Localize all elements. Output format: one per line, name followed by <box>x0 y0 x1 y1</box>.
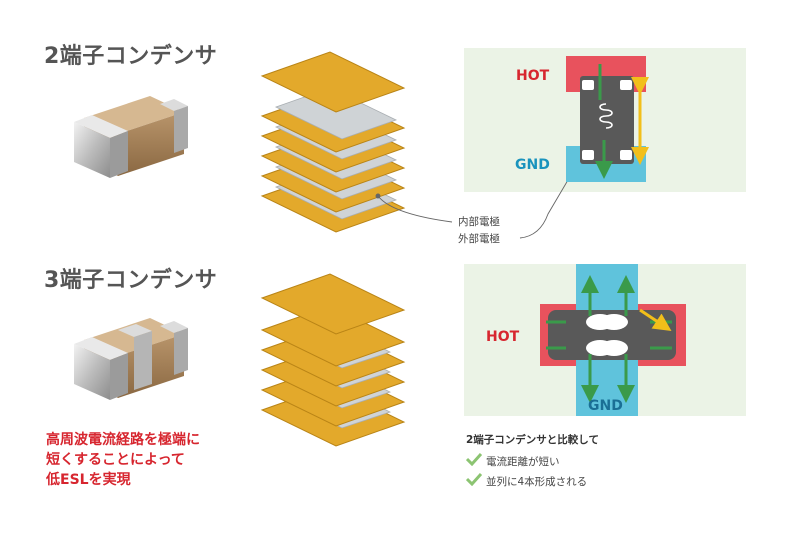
feature-line-3: 低ESLを実現 <box>46 472 131 488</box>
title-3-terminal: 3端子コンデンサ <box>44 268 218 293</box>
chip-3-terminal <box>74 318 188 400</box>
chip-2-terminal <box>74 96 188 178</box>
electrode-stack-2-terminal <box>260 51 406 233</box>
feature-description: 高周波電流経路を極端に 短くすることによって 低ESLを実現 <box>46 430 200 490</box>
hot-label-3: HOT <box>486 329 520 345</box>
electrode-stack-3-terminal <box>260 273 406 447</box>
checkmark-icon <box>466 472 482 486</box>
comparison-item-2: 並列に4本形成される <box>486 476 588 488</box>
gnd-label-2: GND <box>515 157 550 173</box>
external-electrode-label: 外部電極 <box>458 233 500 245</box>
leader-lines <box>375 179 569 239</box>
feature-line-1: 高周波電流経路を極端に <box>46 432 200 448</box>
internal-electrode-label: 内部電極 <box>458 216 500 228</box>
hot-label-2: HOT <box>516 68 550 84</box>
schematic-3-terminal: HOT GND <box>486 264 686 416</box>
checkmark-icon <box>466 452 482 466</box>
schematic-2-terminal: HOT GND <box>515 56 649 182</box>
feature-line-2: 短くすることによって <box>46 452 185 468</box>
comparison-item-1: 電流距離が短い <box>486 456 560 468</box>
comparison-heading: 2端子コンデンサと比較して <box>466 434 599 446</box>
title-2-terminal: 2端子コンデンサ <box>44 44 218 69</box>
gnd-label-3: GND <box>588 398 623 414</box>
